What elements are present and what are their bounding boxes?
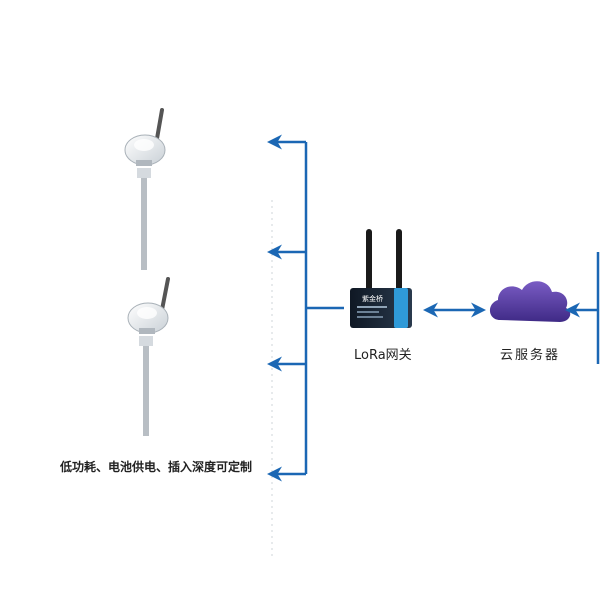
lora-gateway: 紫金桥 (350, 229, 412, 328)
sensor-caption: 低功耗、电池供电、插入深度可定制 (60, 460, 253, 474)
wireless-sensor-2 (127, 277, 170, 436)
cloud-upstream-link (565, 252, 600, 364)
wireless-sensor-1 (124, 108, 166, 270)
cloud-label: 云服务器 (500, 348, 561, 363)
gateway-label: LoRa网关 (354, 348, 412, 363)
sensor-bus (267, 134, 344, 482)
cloud-icon (489, 281, 571, 322)
gateway-brand-text: 紫金桥 (362, 294, 383, 303)
